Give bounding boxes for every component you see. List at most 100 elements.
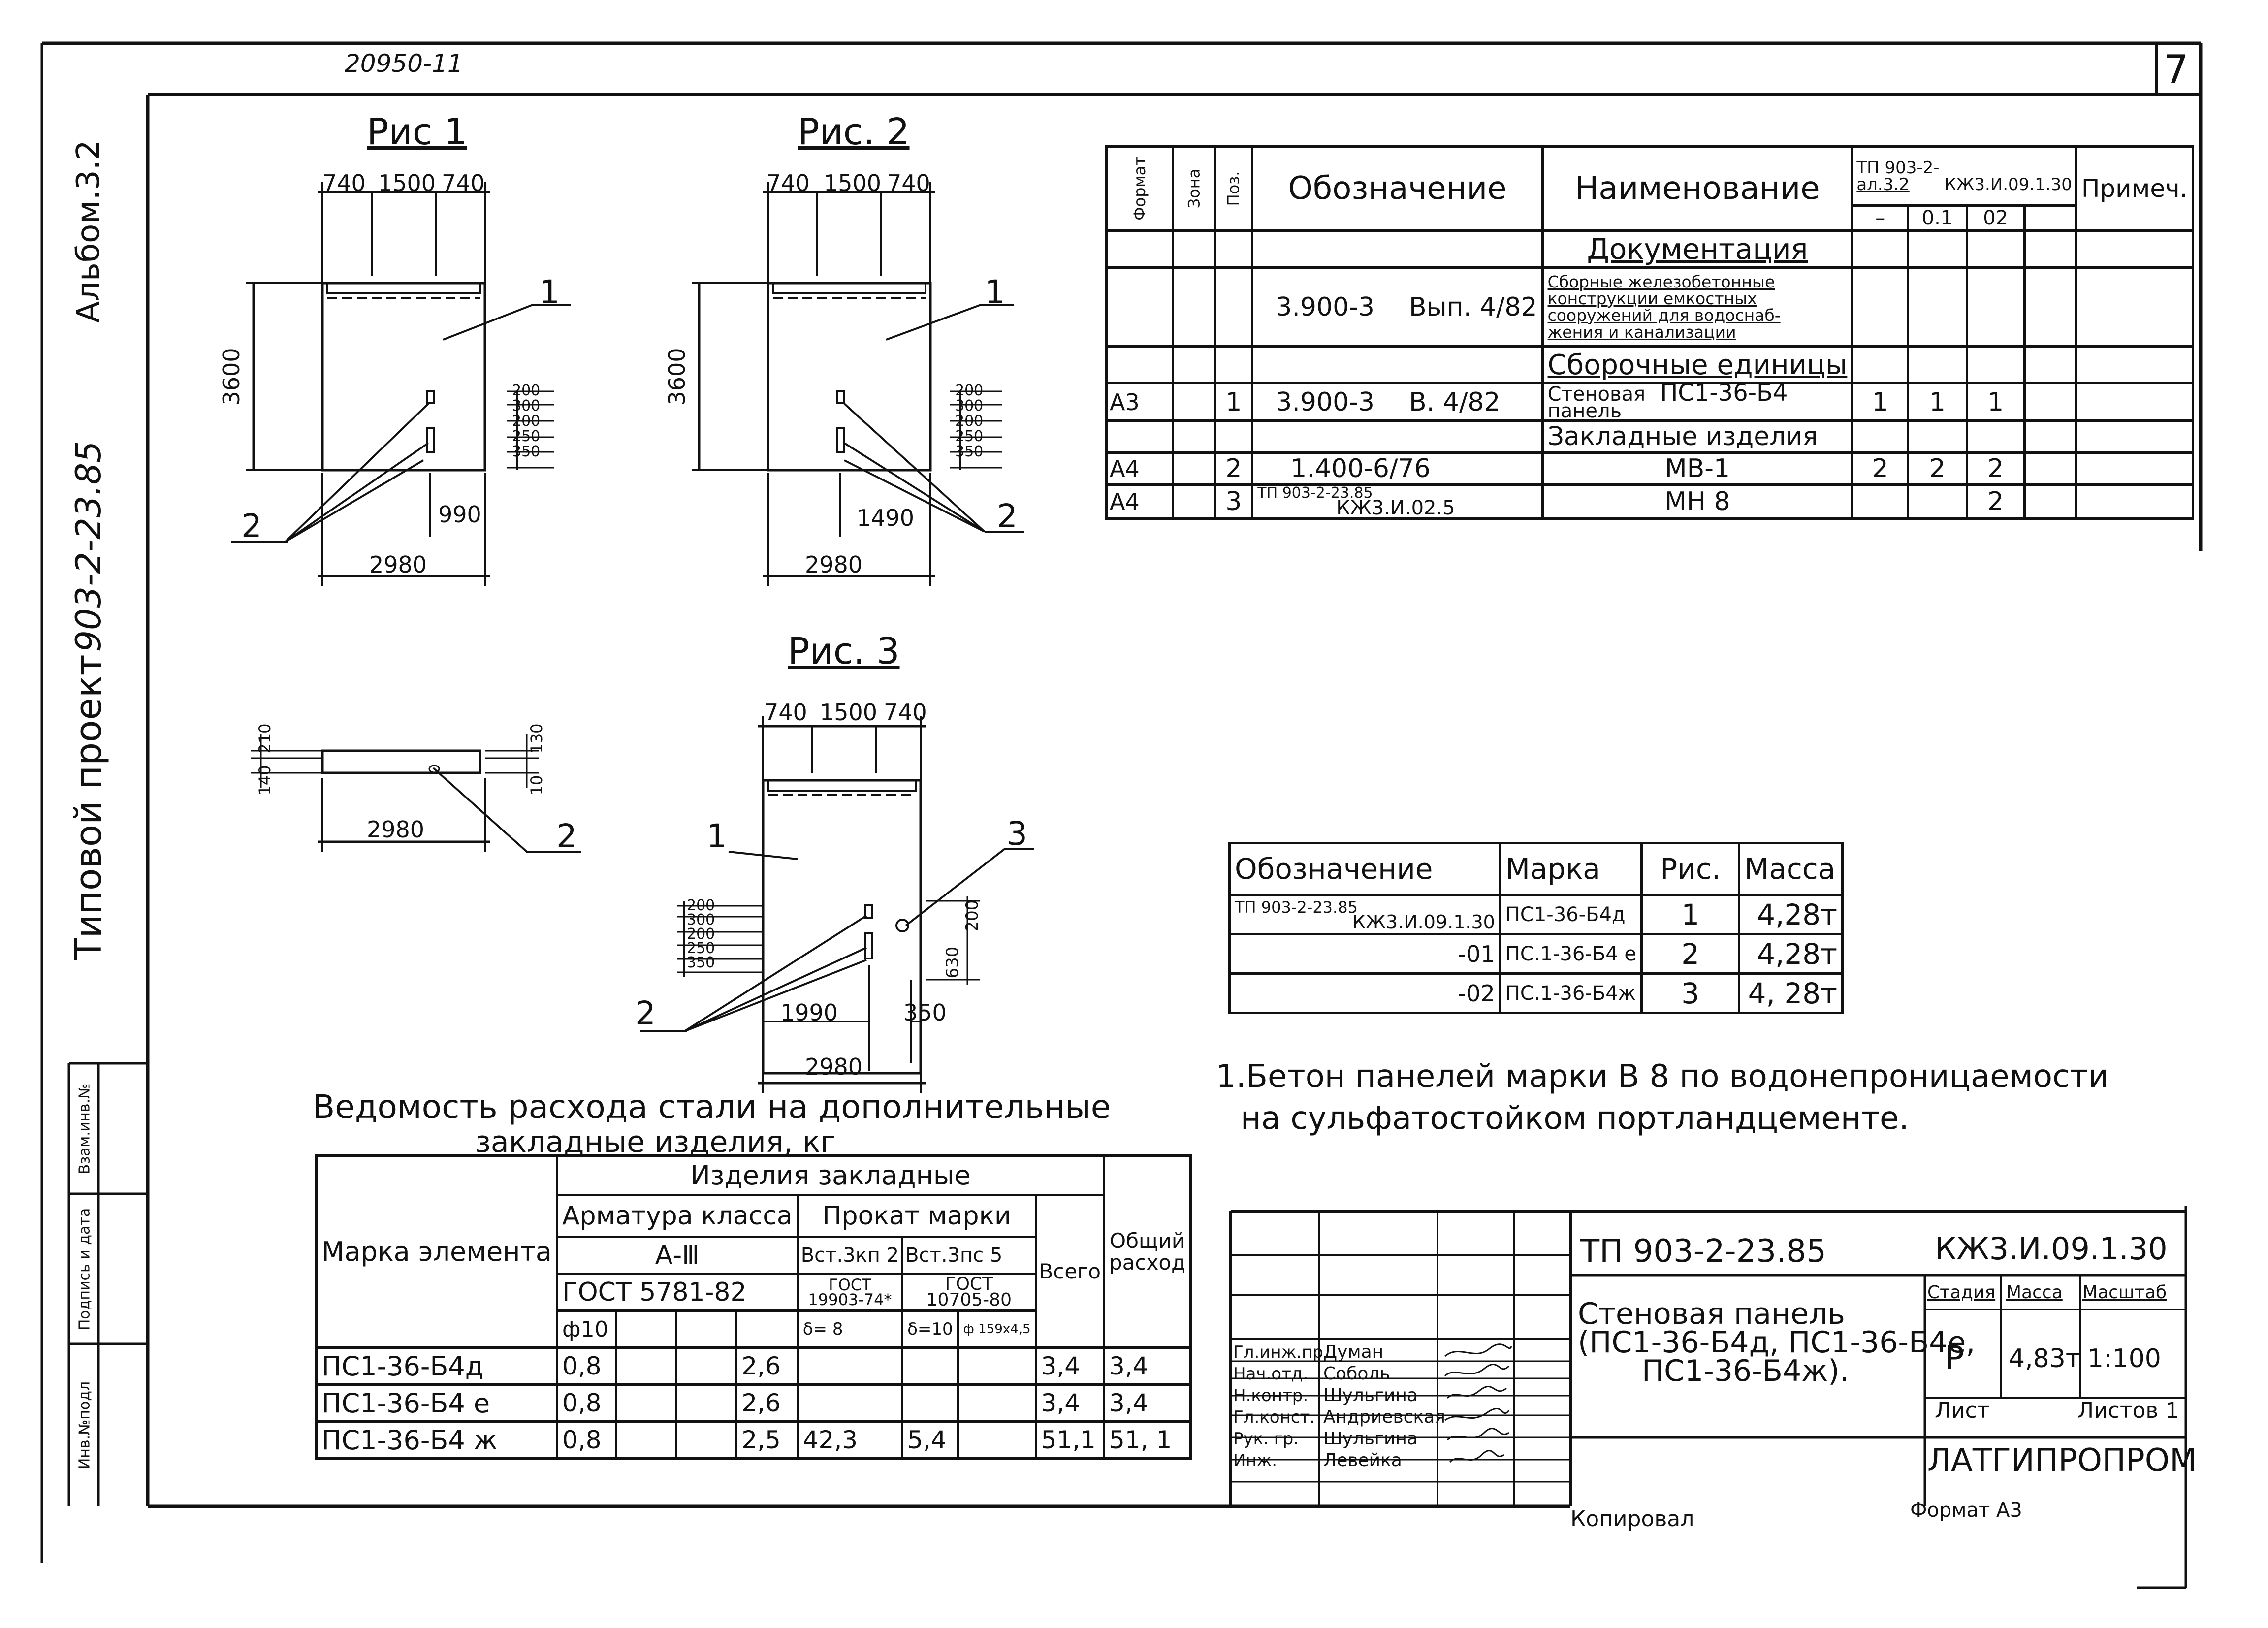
marks-r1-fig: 2 <box>1640 933 1741 975</box>
fig2-dim-1490: 1490 <box>857 505 915 531</box>
fig3-callout-1: 1 <box>706 817 727 855</box>
marks-table: Обозначение Марка Рис. Масса ТП 903-2-23… <box>1228 842 1844 1014</box>
tb-mass: 4,83т <box>2009 1344 2081 1373</box>
spec-h-pos: Поз. <box>1214 145 1254 232</box>
tb-sheet-h: Лист <box>1935 1398 1990 1423</box>
spec-r2-pos: 2 <box>1214 451 1254 486</box>
steel-h-a3: А-Ⅲ <box>556 1236 799 1275</box>
spec-r3-pos: 3 <box>1214 483 1254 520</box>
steel-r0-total: 3,4 <box>1034 1346 1106 1386</box>
steel-r1-overall: 3,4 <box>1103 1383 1192 1423</box>
steel-r2-total: 51,1 <box>1034 1420 1106 1460</box>
plan-callout-2: 2 <box>556 817 577 855</box>
plan-panel <box>321 749 481 774</box>
spec-h-var-2: 02 <box>1965 204 2026 232</box>
spec-section-embedded: Закладные изделия <box>1541 419 1854 454</box>
fig3-callout-2: 2 <box>635 994 656 1032</box>
marks-r0-mark: ПС1-36-Б4д <box>1499 894 1643 935</box>
spec-section-assembly: Сборочные единицы <box>1541 345 1854 384</box>
spec-r2-q1: 2 <box>1907 451 1968 486</box>
steel-h-vst2: Вст.3кп 2 <box>796 1236 904 1275</box>
marks-h-fig: Рис. <box>1640 842 1741 896</box>
marks-r1-mark: ПС.1-36-Б4 е <box>1499 933 1643 975</box>
steel-h-element: Марка элемента <box>315 1154 559 1349</box>
tb-stage: Р <box>1945 1339 1964 1377</box>
marks-r1-designation: -01 <box>1228 933 1501 975</box>
marks-r2-fig: 3 <box>1640 972 1741 1014</box>
fig2-dim-1500: 1500 <box>824 170 882 196</box>
signatures <box>1444 1343 1512 1463</box>
steel-h-d8: δ= 8 <box>796 1309 904 1349</box>
marks-h-mark: Марка <box>1499 842 1643 896</box>
steel-h-rolled: Прокат марки <box>796 1194 1037 1238</box>
fig2-dim-740-right: 740 <box>887 170 930 196</box>
spec-r2-name: МВ-1 <box>1541 451 1854 486</box>
steel-r0-mark: ПС1-36-Б4д <box>315 1346 559 1386</box>
tb-scale: 1:100 <box>2087 1344 2161 1373</box>
fig3-dim-1500: 1500 <box>820 699 878 726</box>
spec-h-var-1: 0.1 <box>1907 204 1968 232</box>
spec-r2-designation: 1.400-6/76 <box>1251 451 1544 486</box>
note-line-2: на сульфатостойком портландцементе. <box>1241 1100 1909 1137</box>
spec-doc-name: Сборные железобетонные конструкции емкос… <box>1541 266 1854 348</box>
tb-mass-h: Масса <box>2006 1282 2063 1303</box>
marks-r1-mass: 4,28т <box>1738 933 1844 975</box>
plan-dim-2980: 2980 <box>367 816 425 843</box>
spec-h-var-0: – <box>1851 204 1910 232</box>
marks-r2-designation: -02 <box>1228 972 1501 1014</box>
steel-h-phi159: ф 159х4,5 <box>957 1309 1037 1349</box>
spec-r1-q0: 1 <box>1851 382 1910 422</box>
steel-r1-total: 3,4 <box>1034 1383 1106 1423</box>
steel-r1-c1: 0,8 <box>556 1383 617 1423</box>
spec-r2-q0: 2 <box>1851 451 1910 486</box>
steel-r0-c3 <box>796 1346 904 1386</box>
steel-h-rebar: Арматура класса <box>556 1194 799 1238</box>
spec-r1-pos: 1 <box>1214 382 1254 422</box>
fig2-callout-1: 1 <box>985 273 1005 311</box>
steel-r1-c3 <box>796 1383 904 1423</box>
fig1-dim-740-left: 740 <box>322 170 366 196</box>
spec-h-zone: Зона <box>1171 145 1216 232</box>
marks-r0-fig: 1 <box>1640 894 1741 935</box>
steel-r0-c2: 2,6 <box>735 1346 799 1386</box>
spec-r2-format: А4 <box>1105 451 1174 486</box>
spec-r1-q2: 1 <box>1965 382 2026 422</box>
spec-r3-q2: 2 <box>1965 483 2026 520</box>
tb-format: Формат А3 <box>1910 1499 2022 1522</box>
spec-section-docs: Документация <box>1541 229 1854 269</box>
steel-title-1: Ведомость расхода стали на дополнительны… <box>313 1088 1111 1126</box>
steel-r2-overall: 51, 1 <box>1103 1420 1192 1460</box>
steel-h-phi10: ф10 <box>556 1309 617 1349</box>
steel-r0-c1: 0,8 <box>556 1346 617 1386</box>
fig2-dim-740-left: 740 <box>767 170 810 196</box>
steel-r0-overall: 3,4 <box>1103 1346 1192 1386</box>
marks-r2-mark: ПС.1-36-Б4ж <box>1499 972 1643 1014</box>
steel-r1-c2: 2,6 <box>735 1383 799 1423</box>
steel-r2-c3: 42,3 <box>796 1420 904 1460</box>
spec-h-tp: ТП 903-2- ал.3.2 КЖ3.И.09.1.30 <box>1851 145 2077 207</box>
fig1-title: Рис 1 <box>367 111 468 153</box>
spec-r3-format: А4 <box>1105 483 1174 520</box>
fig2-callout-2: 2 <box>997 497 1018 535</box>
spec-r1-format: А3 <box>1105 382 1174 422</box>
tb-sheets-h: Листов 1 <box>2077 1398 2179 1423</box>
tb-title: Стеновая панель (ПС1-36-Б4д, ПС1-36-Б4е,… <box>1578 1297 1976 1388</box>
steel-r0-c4 <box>901 1346 959 1386</box>
fig3-dim-1990: 1990 <box>780 999 838 1026</box>
fig3-dim-740-right: 740 <box>884 699 927 726</box>
steel-h-embedded: Изделия закладные <box>556 1154 1106 1196</box>
